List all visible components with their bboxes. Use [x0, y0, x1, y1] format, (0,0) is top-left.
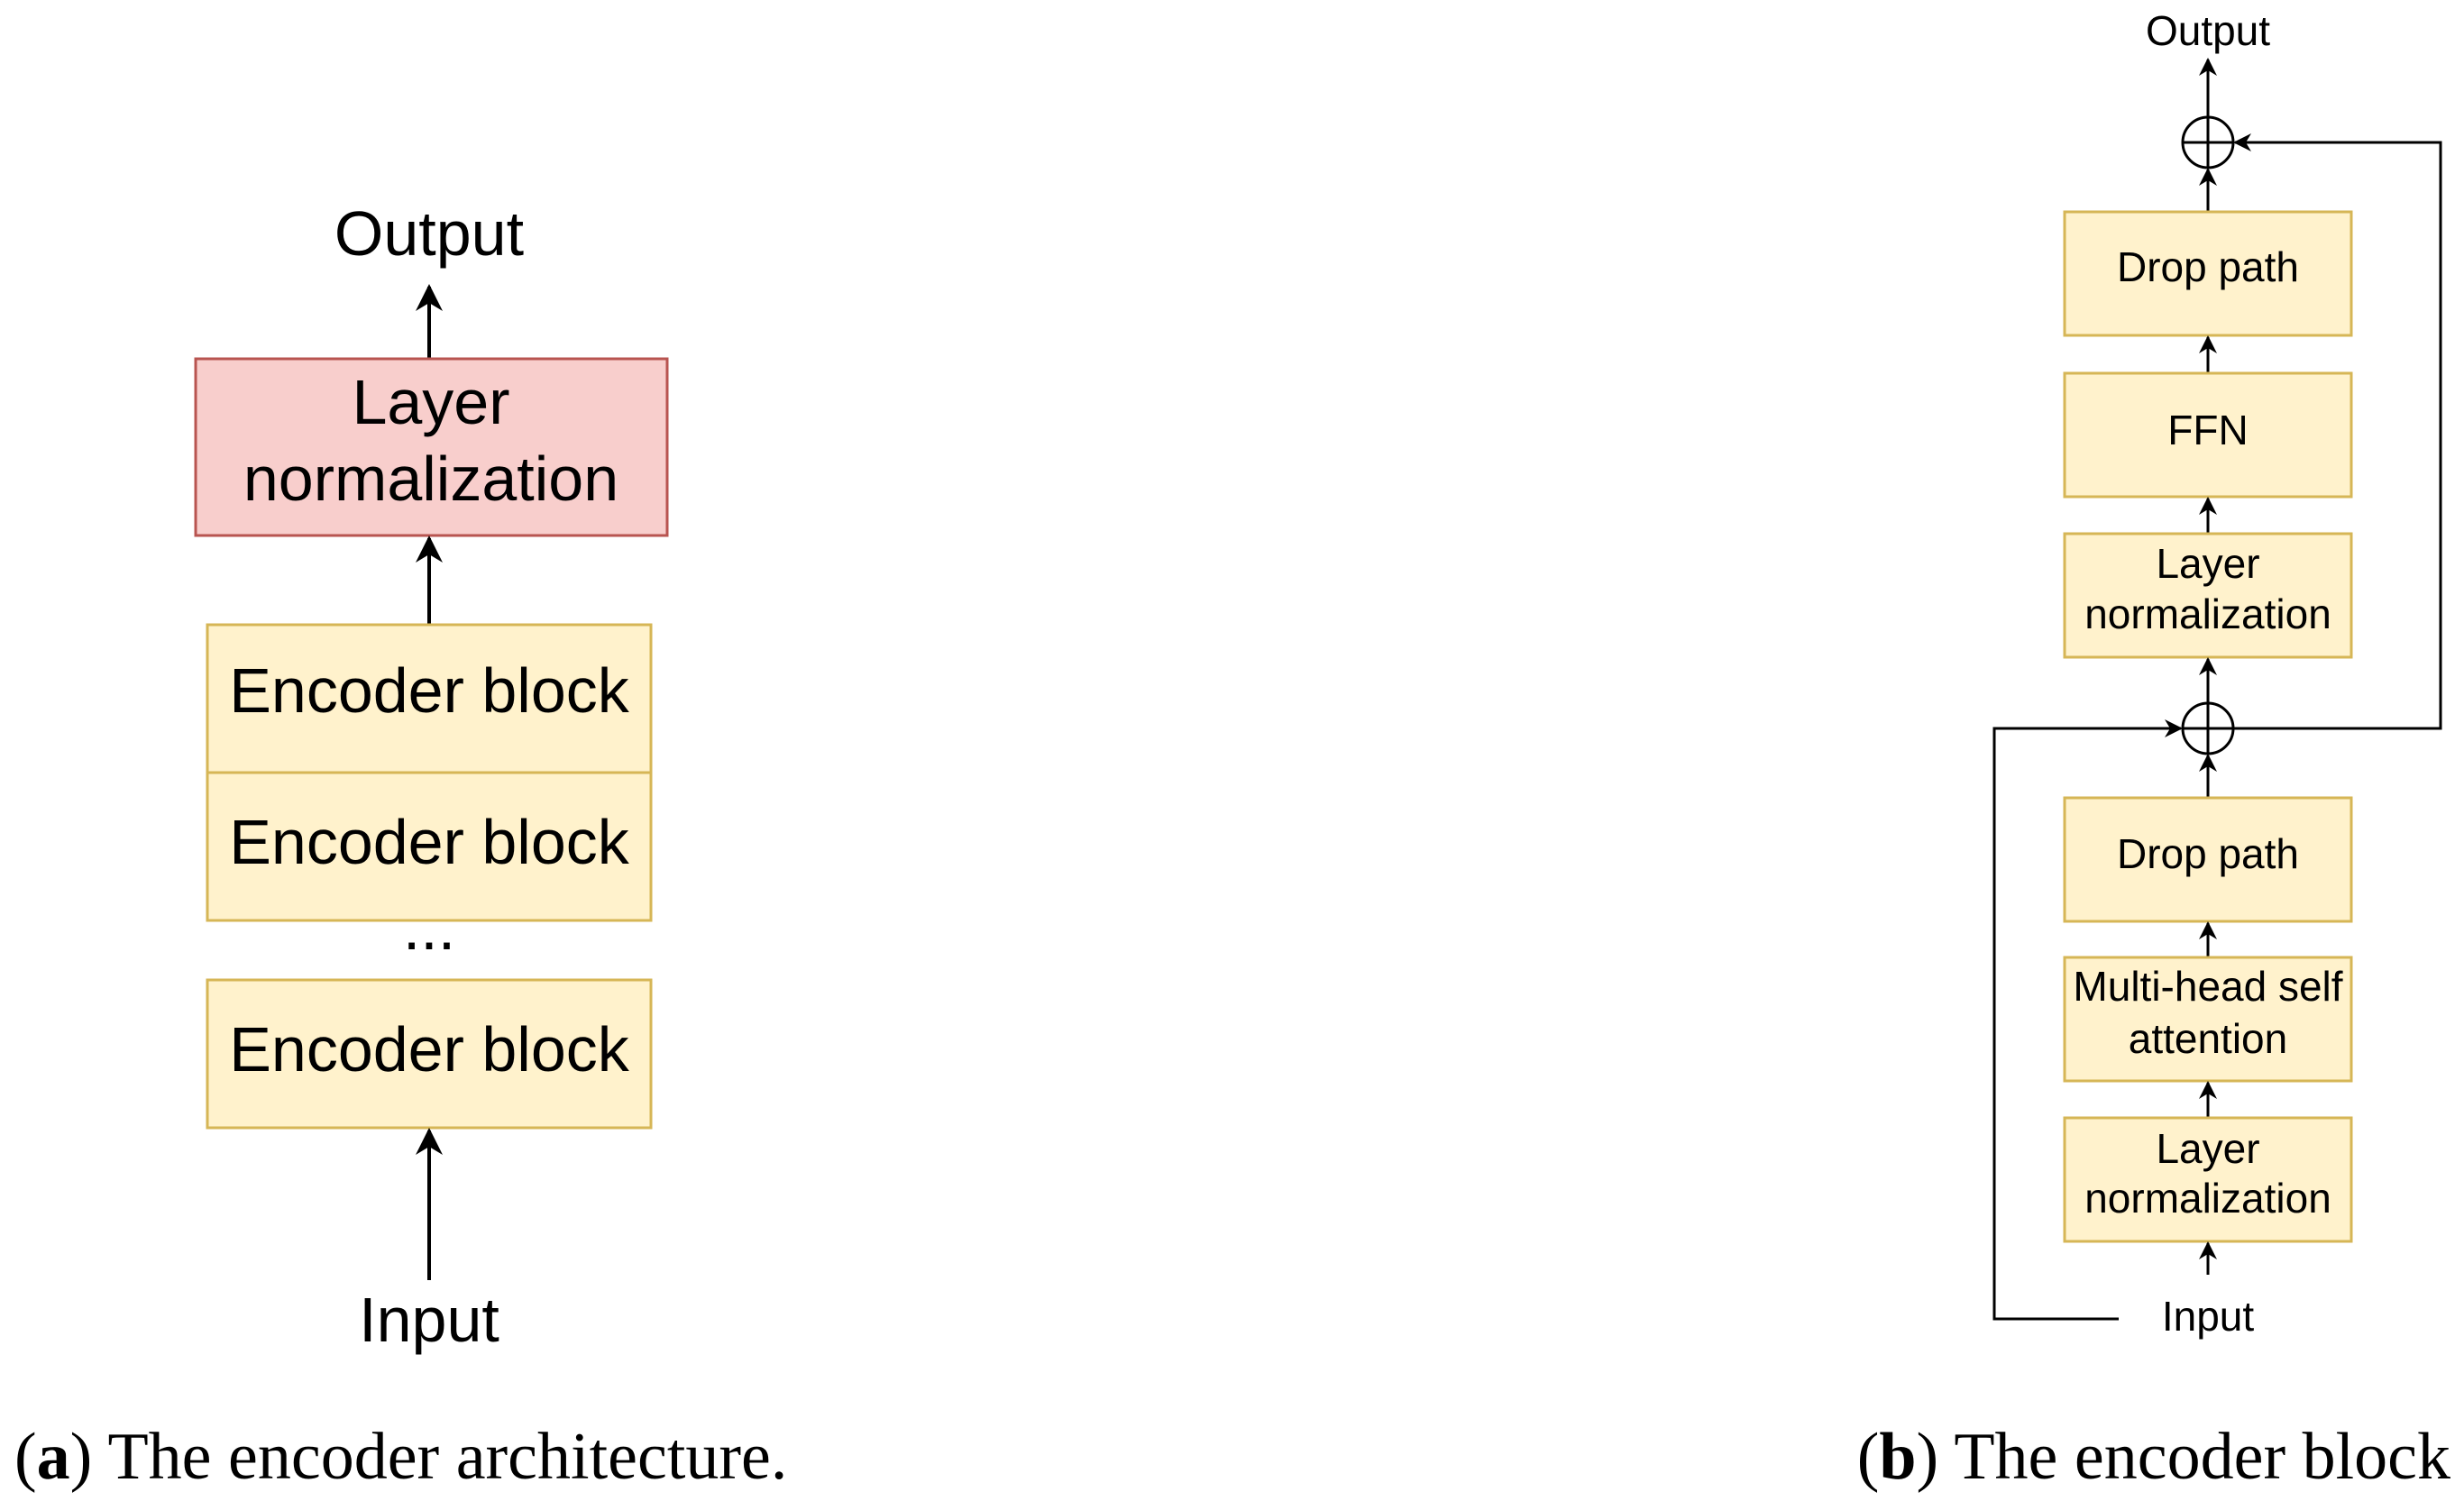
panel-b-layer-norm-bottom-line2: normalization: [2084, 1175, 2331, 1222]
panel-a-ellipsis: ...: [403, 892, 455, 963]
panel-a-encoder-block-2-label: Encoder block: [229, 807, 630, 877]
panel-a-encoder-block-3: [206, 978, 653, 1130]
panel-b-drop-path-top-box: [2063, 210, 2353, 337]
panel-b-residual-connection-top: [2233, 133, 2442, 730]
panel-b-drop-path-bottom-label: Drop path: [2117, 830, 2299, 877]
panel-b-input-label: Input: [2162, 1293, 2255, 1340]
panel-a-output-label: Output: [334, 198, 524, 269]
panel-b-ffn-box: [2063, 371, 2353, 499]
panel-a-encoder-block-2: [206, 771, 653, 922]
panel-b-layer-norm-top-line1: Layer: [2156, 540, 2259, 587]
panel-b-drop-path-top-label: Drop path: [2117, 243, 2299, 290]
panel-a: Output Layer normalization Encoder block…: [14, 198, 787, 1494]
panel-b-mhsa-line2: attention: [2129, 1015, 2287, 1062]
panel-a-layer-norm-line2: normalization: [243, 444, 618, 514]
panel-b-ffn-label: FFN: [2167, 407, 2248, 453]
panel-a-input-label: Input: [359, 1285, 499, 1355]
panel-a-encoder-block-3-label: Encoder block: [229, 1014, 630, 1085]
panel-a-caption-letter: a: [37, 1420, 70, 1494]
panel-a-encoder-block-1: [206, 623, 653, 774]
panel-a-layer-norm-line1: Layer: [352, 367, 509, 437]
panel-b-add-icon-middle: [2181, 701, 2235, 755]
panel-a-caption: (a) The encoder architecture.: [14, 1420, 787, 1494]
panel-b-caption: (b) The encoder block: [1857, 1420, 2450, 1494]
panel-b-caption-letter: b: [1879, 1420, 1916, 1494]
panel-b-mhsa-box: [2063, 956, 2353, 1083]
panel-b-residual-connection-bottom: [1992, 719, 2183, 1321]
panel-b-layer-norm-top-line2: normalization: [2084, 590, 2331, 637]
panel-b-layer-norm-bottom-box: [2063, 1116, 2353, 1243]
panel-b-mhsa-line1: Multi-head self: [2073, 963, 2342, 1010]
panel-a-encoder-block-1-label: Encoder block: [229, 655, 630, 726]
panel-b-output-label: Output: [2146, 7, 2270, 54]
panel-b-layer-norm-bottom-line1: Layer: [2156, 1125, 2259, 1172]
panel-b-caption-text: The encoder block: [1954, 1420, 2450, 1494]
panel-a-caption-text: The encoder architecture.: [107, 1420, 787, 1494]
panel-b-drop-path-bottom-box: [2063, 796, 2353, 923]
panel-b-add-icon-top: [2181, 115, 2235, 169]
panel-b-layer-norm-top-box: [2063, 532, 2353, 659]
panel-b: Output Drop path FFN Layer normalization: [1857, 7, 2450, 1494]
